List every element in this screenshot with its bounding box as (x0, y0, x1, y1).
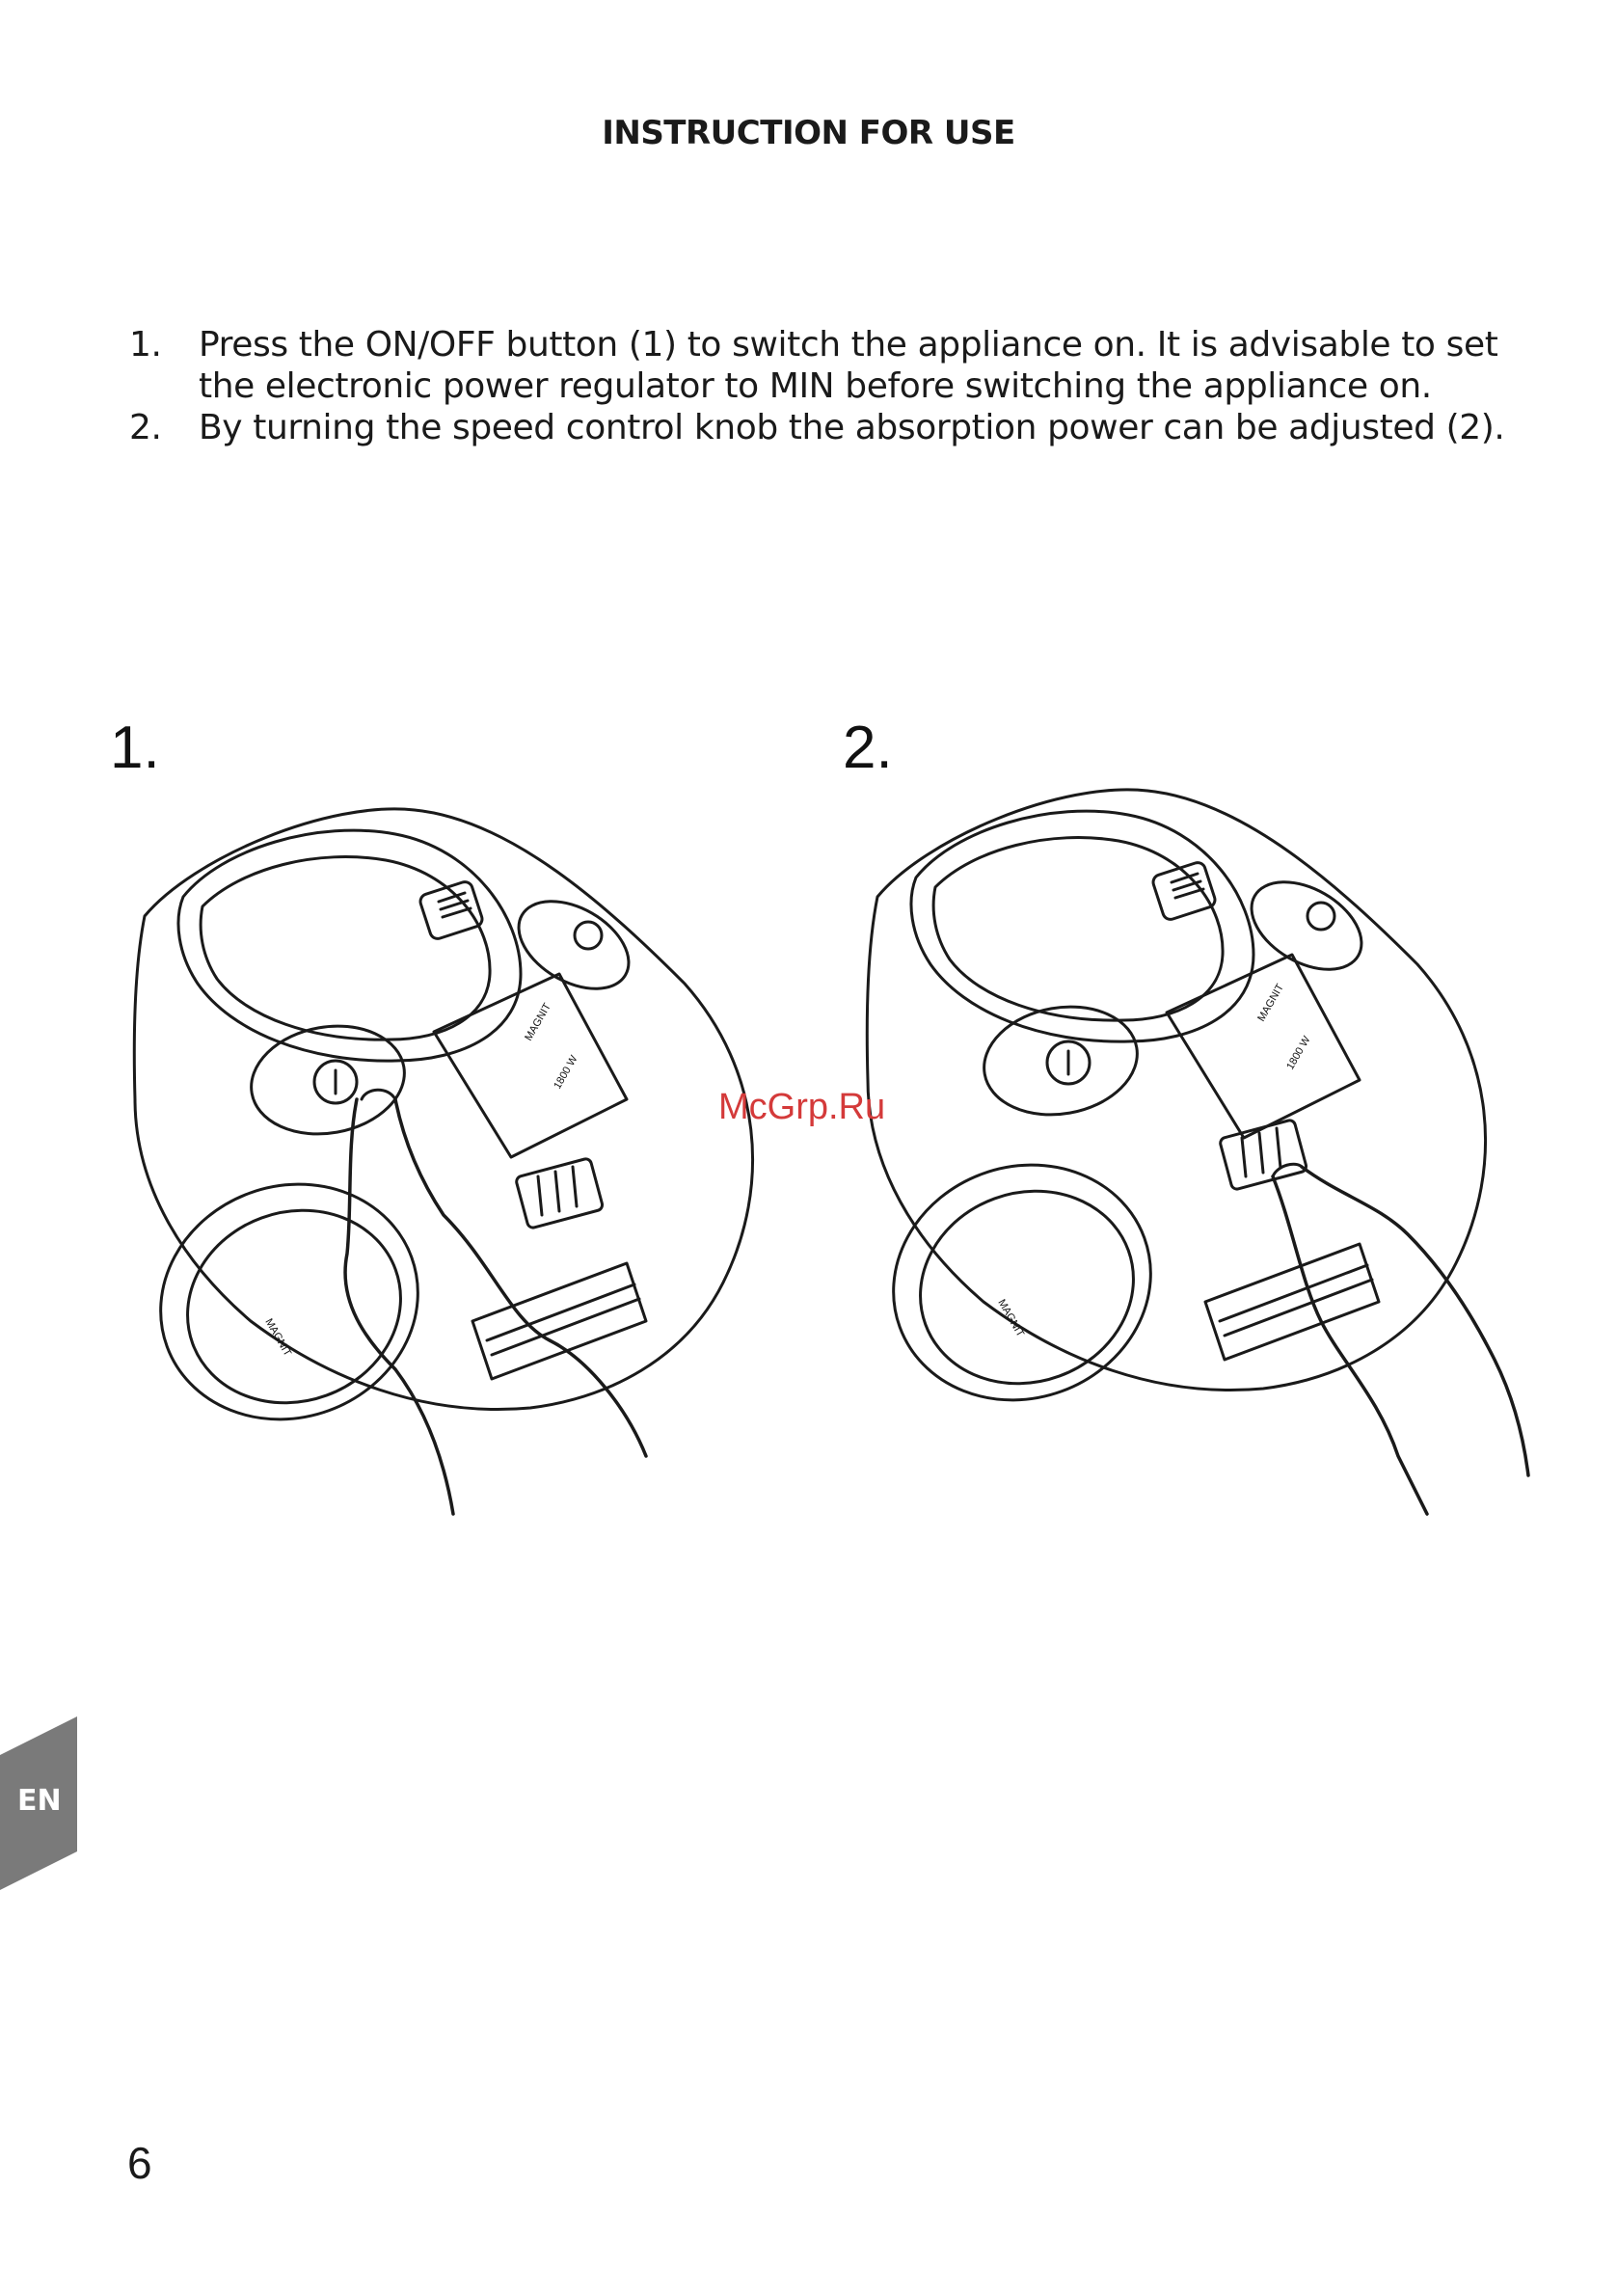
figure-number: 2. (843, 715, 893, 781)
step-item: 2. By turning the speed control knob the… (125, 407, 1533, 448)
brand-label: MAGNIT (1255, 982, 1286, 1023)
language-label: EN (17, 1784, 62, 1818)
page-number: 6 (127, 2138, 152, 2188)
figure-2: 2. MAGNIT 1800 W MAGNIT (839, 714, 1533, 1543)
step-item: 1. Press the ON/OFF button (1) to switch… (125, 324, 1533, 407)
step-text: By turning the speed control knob the ab… (199, 408, 1505, 447)
step-text: Press the ON/OFF button (1) to switch th… (199, 325, 1498, 406)
wheel-brand-label: MAGNIT (995, 1298, 1026, 1339)
vacuum-cleaner-illustration: MAGNIT 1800 W MAGNIT (865, 788, 1530, 1516)
language-tab: EN (0, 1716, 77, 1890)
language-tab-shape (0, 1716, 77, 1890)
figure-1: 1. MAGNIT 1800 W MAGNIT (106, 714, 800, 1543)
power-label: 1800 W (552, 1053, 580, 1091)
instruction-steps: 1. Press the ON/OFF button (1) to switch… (125, 324, 1533, 448)
watermark: McGrp.Ru (718, 1087, 886, 1127)
step-number: 2. (129, 408, 162, 447)
power-label: 1800 W (1284, 1034, 1313, 1071)
page-heading: INSTRUCTION FOR USE (602, 114, 1015, 152)
step-number: 1. (129, 325, 162, 365)
wheel-brand-label: MAGNIT (262, 1317, 293, 1359)
vacuum-cleaner-illustration: MAGNIT 1800 W MAGNIT (132, 807, 754, 1516)
brand-label: MAGNIT (523, 1001, 553, 1042)
figure-number: 1. (110, 715, 160, 781)
